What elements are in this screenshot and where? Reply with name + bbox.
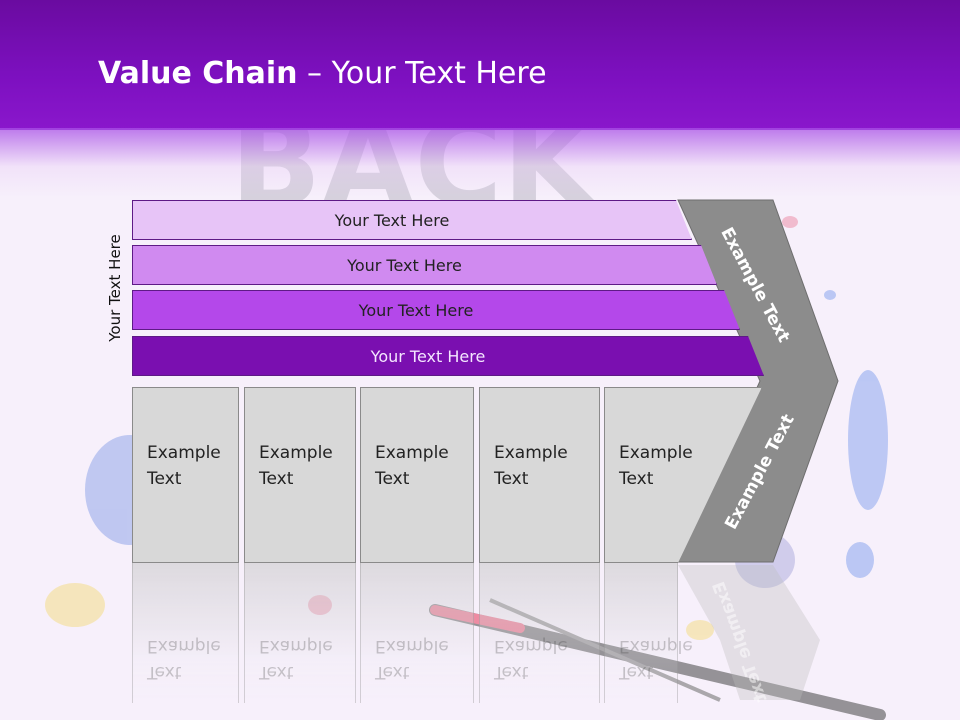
title-rest: – Your Text Here (297, 56, 547, 91)
box-line1: Example (147, 443, 221, 463)
box-line1: Example (259, 443, 333, 463)
header-bar (0, 0, 960, 130)
band-1[interactable]: Your Text Here (132, 200, 692, 240)
box-line2: Text (375, 469, 410, 489)
box-line2: Text (259, 469, 294, 489)
box-line1: Example (494, 443, 568, 463)
header-fade (0, 128, 960, 198)
slide-title: Value Chain – Your Text Here (98, 54, 547, 94)
band-1-label: Your Text Here (334, 210, 450, 230)
band-4-label: Your Text Here (370, 346, 486, 366)
box-line1: Example (375, 443, 449, 463)
band-3[interactable]: Your Text Here (132, 290, 740, 330)
band-4[interactable]: Your Text Here (132, 336, 764, 376)
box-line2: Text (494, 469, 529, 489)
band-2[interactable]: Your Text Here (132, 245, 717, 285)
chevron-reflection (678, 565, 820, 700)
band-3-label: Your Text Here (358, 300, 474, 320)
band-2-label: Your Text Here (347, 255, 462, 275)
box-line2: Text (147, 469, 182, 489)
title-bold: Value Chain (98, 56, 298, 91)
chevron-arrow (677, 199, 839, 563)
side-label: Your Text Here (106, 234, 124, 342)
box-line1: Example (619, 443, 693, 463)
box-line2: Text (619, 469, 654, 489)
